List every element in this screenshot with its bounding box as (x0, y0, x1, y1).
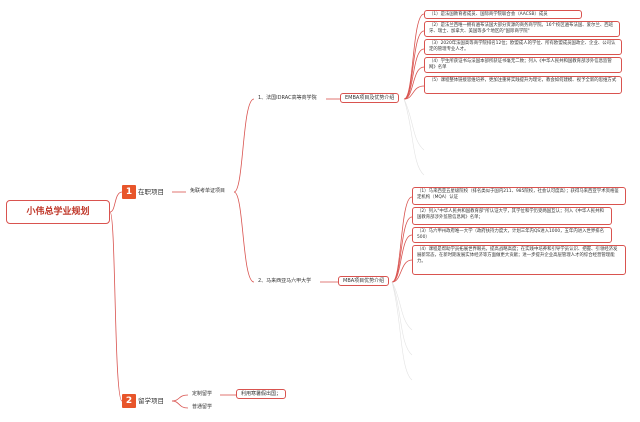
mjiit-point-4[interactable]: （4）课程是帮助学员拓展世界眼光，提高战略高度；在实践中培养和引导学员认识、把握… (412, 245, 626, 275)
link-child-school1 (233, 98, 255, 193)
idrac-point-3[interactable]: （3）2020年法国高等商学院排名12位；欧盟成人的学位、所有欧盟成员国政企、企… (424, 39, 622, 55)
mjiit-point-3[interactable]: （3）马六甲州政府唯一大学（政府扶持力度大，计划三年内QS进入1000，五年内进… (412, 227, 612, 243)
link-root-cat2 (109, 211, 123, 402)
link-mjiit-p2 (391, 216, 413, 283)
link-root-cat1 (109, 191, 123, 213)
link-idrac-p3 (403, 48, 425, 100)
link-child-school2 (233, 191, 255, 283)
link-mjiit-p3 (391, 234, 413, 283)
link-mjiit-p4 (391, 259, 413, 283)
category-number-badge: 2 (122, 394, 136, 408)
link-idrac-p2 (403, 30, 425, 100)
school-mjiit-node[interactable]: 2、马来西亚马六甲大学 (258, 278, 312, 284)
school-idrac-node[interactable]: 1、法国IDRAC高等商学院 (258, 95, 317, 101)
normal-study-node[interactable]: 普通留学 (192, 404, 213, 410)
idrac-point-2[interactable]: （2）是法兰西唯一拥有遍布法国大部分资源的商务商学院。16个校区遍布法国、爱尔兰… (424, 21, 620, 37)
link-cat2-normal (171, 400, 189, 409)
idrac-point-1[interactable]: （1）是法国教育者成员、国际商学院联合会（AACSB）成员 (424, 10, 582, 19)
mjiit-mba-detail-node[interactable]: MBA项目优势介绍 (338, 276, 390, 286)
category-label: 在职项目 (138, 188, 164, 196)
root-node[interactable]: 小伟总学业规划 (6, 200, 110, 224)
exam-free-program-node[interactable]: 免联考单证项目 (190, 188, 226, 194)
idrac-point-5[interactable]: （5）课程整体链接思维培养，更加注重将实践提升为理论，教会如何建模、视予全新的思… (424, 76, 622, 94)
category-number-badge: 1 (122, 185, 136, 199)
link-mjiit-p1 (391, 196, 413, 283)
idrac-point-4[interactable]: （4）学生所获证书与法国本部所获证书毫无二致；列入《中华人民共和国教育部涉外信息… (424, 57, 622, 73)
mjiit-point-1[interactable]: （1）马来西亚五星级院校（排名类似于国内211、985院校，社会认可度高）；获得… (412, 187, 626, 205)
custom-study-detail-node[interactable]: 利用寒暑假出国； (236, 389, 287, 399)
link-idrac-p5 (403, 85, 425, 100)
category-label: 留学项目 (138, 397, 164, 405)
idrac-emba-detail-node[interactable]: EMBA项目及优势介绍 (340, 93, 400, 103)
link-cat2-custom (171, 394, 189, 402)
link-idrac-p4 (403, 66, 425, 100)
mjiit-point-2[interactable]: （2）列入"中华人民共和国教育部"所认证大学，其学位和学历受两国互认；列入《中华… (412, 207, 612, 225)
custom-study-node[interactable]: 定制留学 (192, 391, 213, 397)
